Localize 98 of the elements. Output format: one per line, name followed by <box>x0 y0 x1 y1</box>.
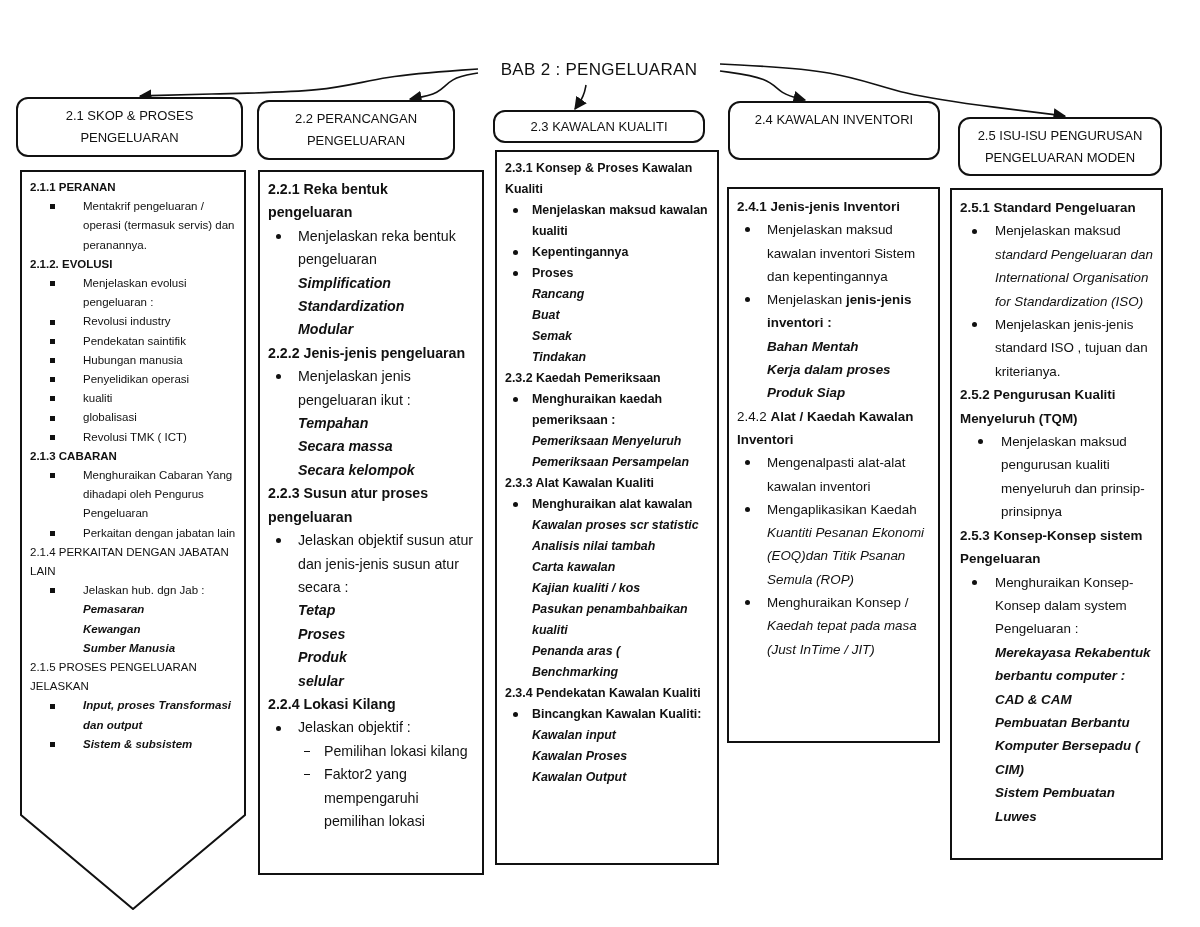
list-item: Menjelaskan maksud standard Pengeluaran dan International Organisation for Standardization (ISO) <box>995 222 1153 311</box>
content-box <box>495 150 719 865</box>
sub-item: Kawalan Output <box>532 769 628 786</box>
section-heading: 2.5.2 Pengurusan Kualiti Menyeluruh (TQM) <box>960 386 1117 428</box>
sub-item: Kawalan Proses <box>532 748 629 765</box>
section-heading: 2.1.5 PROSES PENGELUARAN JELASKAN <box>30 660 198 695</box>
list-item: Input, proses Transformasi dan output <box>83 698 233 733</box>
list-item: Hubungan manusia <box>83 352 184 368</box>
section-heading: 2.4.1 Jenis-jenis Inventori <box>737 198 901 216</box>
list-item: Menjelaskan jenis-jenis standard ISO , tujuan dan kriterianya. <box>995 316 1149 381</box>
sub-item: Tindakan <box>532 349 588 366</box>
sub-item: Buat <box>532 307 561 324</box>
sub-item: Secara kelompok <box>298 460 416 480</box>
list-item: Pendekatan saintifik <box>83 333 187 349</box>
list-item: Faktor2 yang mempengaruhi pemilihan lokasi <box>324 765 426 831</box>
sub-item: Kawalan proses scr statistic <box>532 517 700 534</box>
list-item: Menjelaskan maksud kawalan kualiti <box>532 202 709 240</box>
sub-item: Carta kawalan <box>532 559 617 576</box>
list-item: Jelaskan hub. dgn Jab : <box>83 583 206 599</box>
section-heading: 2.4.2 Alat / Kaedah Kawalan Inventori <box>737 407 915 449</box>
sub-item: Pemeriksaan Persampelan <box>532 454 691 471</box>
sub-item: Proses <box>298 624 347 644</box>
section-heading: 2.2.2 Jenis-jenis pengeluaran <box>268 343 467 363</box>
sub-item: Penanda aras ( Benchmarking <box>532 643 622 681</box>
sub-item: Simplification <box>298 273 392 293</box>
section-heading: 2.2.1 Reka bentuk pengeluaran <box>268 180 389 223</box>
sub-item: Sistem Pembuatan Luwes <box>995 784 1116 826</box>
list-item: Penyelidikan operasi <box>83 372 191 388</box>
topic-box: 2.3 KAWALAN KUALITI <box>493 110 705 143</box>
list-item: Mengaplikasikan Kaedah Kuantiti Pesanan Ekonomi (EOQ)dan Titik Psanan Semula (ROP) <box>767 500 926 589</box>
sub-item: Kerja dalam proses <box>767 361 892 380</box>
section-heading: 2.1.3 CABARAN <box>30 448 118 464</box>
list-item: Menjelaskan jenis pengeluaran ikut : <box>298 367 412 410</box>
sub-item: Pemasaran <box>83 602 146 618</box>
section-heading: 2.3.3 Alat Kawalan Kualiti <box>505 475 655 492</box>
section-heading: 2.3.2 Kaedah Pemeriksaan <box>505 370 662 387</box>
list-item: Jelaskan objektif : <box>298 718 412 738</box>
sub-item: Merekayasa Rekabentuk berbantu computer : CAD & CAM <box>995 643 1152 709</box>
section-heading: 2.5.1 Standard Pengeluaran <box>960 199 1137 217</box>
list-item: Menghuraikan Cabaran Yang dihadapi oleh Pengurus Pengeluaran <box>83 468 234 522</box>
diagram-title: BAB 2 : PENGELUARAN <box>478 55 720 85</box>
sub-item: selular <box>298 671 346 691</box>
section-heading: 2.1.1 PERANAN <box>30 180 117 195</box>
topic-box: 2.5 ISU-ISU PENGURUSAN PENGELUARAN MODEN <box>958 117 1162 176</box>
arrow <box>574 84 587 111</box>
sub-item: Analisis nilai tambah <box>532 538 657 555</box>
section-heading: 2.5.3 Konsep-Konsep sistem Pengeluaran <box>960 526 1144 569</box>
content-box <box>950 188 1163 860</box>
list-item: Mengenalpasti alat-alat kawalan inventori <box>767 454 907 496</box>
section-heading: 2.1.4 PERKAITAN DENGAN JABATAN LAIN <box>30 544 230 580</box>
sub-item: Bahan Mentah <box>767 337 860 356</box>
list-item: Menghuraikan kaedah pemeriksaan : <box>532 391 664 429</box>
list-item: Menghuraikan Konsep / Kaedah tepat pada masa (Just InTime / JIT) <box>767 594 918 659</box>
sub-item: Kewangan <box>83 621 142 637</box>
section-heading: 2.3.4 Pendekatan Kawalan Kualiti <box>505 685 702 702</box>
topic-box: 2.2 PERANCANGAN PENGELUARAN <box>257 100 455 160</box>
arrow <box>719 70 807 104</box>
list-item: Perkaitan dengan jabatan lain <box>83 525 236 541</box>
sub-item: Pemeriksaan Menyeluruh <box>532 433 683 450</box>
list-item: Jelaskan objektif susun atur dan jenis-jenis susun atur secara : <box>298 531 474 597</box>
list-item: globalisasi <box>83 410 138 426</box>
list-item: Revolusi TMK ( ICT) <box>83 429 188 445</box>
list-item: Menghuraikan Konsep-Konsep dalam system Pengeluaran : <box>995 573 1135 639</box>
topic-box: 2.4 KAWALAN INVENTORI <box>728 101 940 160</box>
section-heading: 2.2.4 Lokasi Kilang <box>268 694 397 714</box>
content-box <box>258 170 484 875</box>
list-item: Kepentingannya <box>532 244 630 261</box>
sub-item: Tempahan <box>298 414 370 434</box>
list-item: Menjelaskan jenis-jenis inventori : <box>767 291 913 333</box>
topic-box: 2.1 SKOP & PROSES PENGELUARAN <box>16 97 243 157</box>
sub-item: Tetap <box>298 601 337 621</box>
sub-item: Produk <box>298 648 348 668</box>
sub-item: Sumber Manusia <box>83 640 177 656</box>
section-heading: 2.1.2. EVOLUSI <box>30 256 114 272</box>
list-item: Menjelaskan evolusi pengeluaran : <box>83 276 188 311</box>
list-item: Sistem & subsistem <box>83 736 194 752</box>
sub-item: Pasukan penambahbaikan kualiti <box>532 601 689 639</box>
list-item: Pemilihan lokasi kilang <box>324 741 469 761</box>
content-box <box>727 187 940 743</box>
sub-item: Produk Siap <box>767 384 847 403</box>
list-item: kualiti <box>83 391 114 407</box>
sub-item: Kajian kualiti / kos <box>532 580 642 597</box>
sub-item: Kawalan input <box>532 727 618 744</box>
sub-item: Rancang <box>532 286 586 303</box>
list-item: Menjelaskan reka bentuk pengeluaran <box>298 226 457 270</box>
list-item: Proses <box>532 265 575 282</box>
list-item: Revolusi industry <box>83 314 172 330</box>
list-item: Mentakrif pengeluaran / operasi (termasuk servis) dan peranannya. <box>83 199 236 253</box>
sub-item: Secara massa <box>298 437 394 457</box>
section-heading: 2.3.1 Konsep & Proses Kawalan Kualiti <box>505 160 694 198</box>
list-item: Bincangkan Kawalan Kualiti: <box>532 706 703 723</box>
list-item: Menghuraikan alat kawalan <box>532 496 694 513</box>
sub-item: Semak <box>532 328 573 345</box>
sub-item: Modular <box>298 320 355 340</box>
sub-item: Standardization <box>298 297 406 317</box>
sub-item: Pembuatan Berbantu Komputer Bersepadu ( CIM) <box>995 713 1142 779</box>
section-heading: 2.2.3 Susun atur proses pengeluaran <box>268 484 430 527</box>
list-item: Menjelaskan maksud pengurusan kualiti menyeluruh dan prinsip-prinsipnya <box>1001 433 1146 522</box>
